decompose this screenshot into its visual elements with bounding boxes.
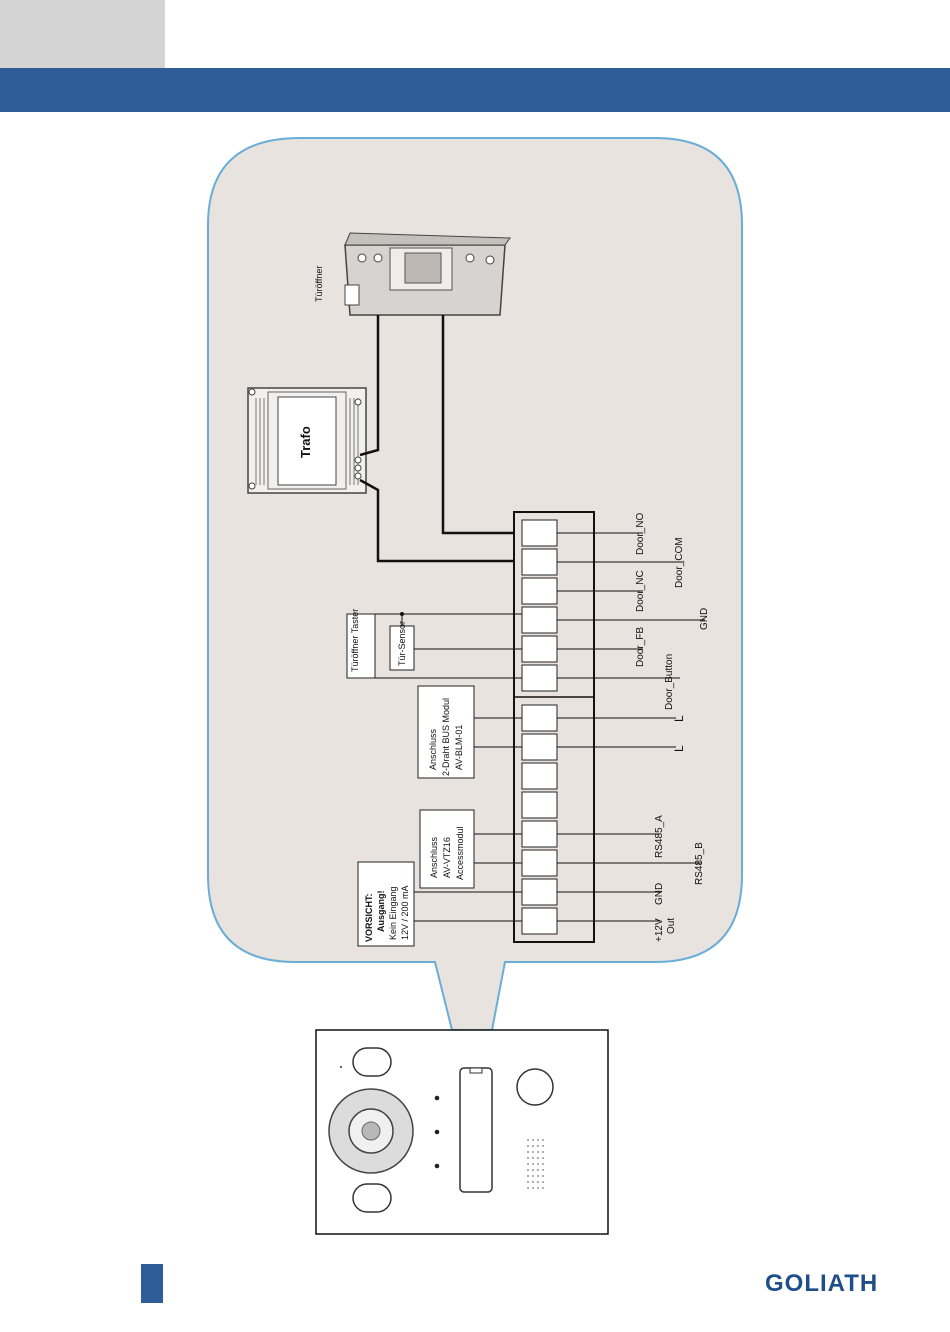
taster-label: Türöffner Taster: [350, 609, 360, 672]
label-12v-out-line2: Out: [666, 918, 677, 934]
access-module-line1: Anschluss: [429, 836, 439, 878]
label-door-com: Door_COM: [674, 537, 685, 588]
bus-module-line1: Anschluss: [428, 728, 438, 770]
sensor-label: Tür-Sensor: [397, 621, 407, 666]
door-strike-icon: [345, 233, 510, 315]
page-marker: [141, 1264, 163, 1303]
label-gnd-2: GND: [654, 883, 665, 905]
label-l-1: L: [672, 715, 686, 722]
terminal-block: [514, 512, 594, 942]
trafo-label: Trafo: [298, 426, 313, 458]
label-door-button: Door_Button: [664, 654, 675, 710]
turoeffner-label: Türöffner: [314, 266, 324, 302]
label-12v-out-line1: +12V: [654, 918, 665, 942]
label-door-no: Door_NO: [635, 513, 646, 555]
bus-module-line2: 2-Draht BUS Modul: [441, 698, 451, 776]
access-module-line3: Accessmodul: [455, 826, 465, 880]
label-gnd: GND: [699, 608, 710, 630]
label-door-fb: Door_FB: [635, 627, 646, 667]
warning-line3: Kein Eingang: [388, 886, 398, 940]
label-rs485-a: RS485_A: [654, 815, 665, 858]
access-module-line2: AV-VTZ16: [442, 837, 452, 878]
warning-line1: VORSICHT:: [364, 893, 374, 942]
goliath-logo: GOLIATH: [765, 1270, 878, 1298]
label-door-nc: Door_NC: [635, 570, 646, 612]
door-station-illustration: [316, 1030, 608, 1234]
bus-module-line3: AV-BLM-01: [454, 725, 464, 770]
warning-line2: Ausgang!: [376, 890, 386, 932]
warning-line4: 12V / 200 mA: [400, 885, 410, 940]
label-rs485-b: RS485_B: [694, 842, 705, 885]
label-l-2: L: [672, 745, 686, 752]
